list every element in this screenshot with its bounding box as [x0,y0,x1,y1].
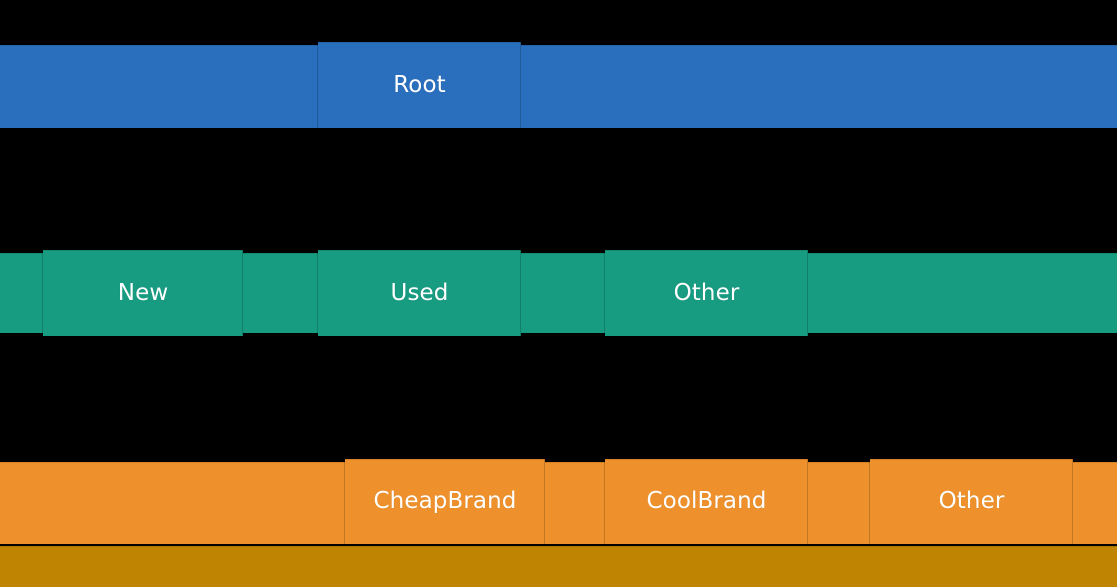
icicle-node-unlabeled[interactable] [545,462,605,544]
node-top-seam [1073,462,1117,463]
node-top-seam [0,546,1117,547]
node-divider [604,462,605,544]
node-top-seam [808,462,870,463]
node-divider [807,459,808,544]
icicle-node-unlabeled[interactable] [243,253,318,333]
node-divider [520,42,521,128]
icicle-node-unlabeled[interactable] [0,253,43,333]
node-top-seam [521,45,1117,46]
node-divider [1072,459,1073,544]
node-top-seam [243,253,318,254]
node-top-seam [870,459,1073,460]
node-top-seam [545,462,605,463]
icicle-node-unlabeled[interactable] [808,253,1117,333]
icicle-node-unlabeled[interactable] [521,253,605,333]
node-top-seam [605,250,808,251]
node-divider [317,253,318,333]
icicle-node-root[interactable]: Root [318,42,521,128]
icicle-node-unlabeled[interactable] [0,462,345,544]
node-top-seam [0,253,43,254]
node-divider [544,459,545,544]
node-top-seam [521,253,605,254]
icicle-node-unlabeled[interactable] [808,462,870,544]
node-divider [807,250,808,336]
node-top-seam [0,462,345,463]
node-divider [242,250,243,336]
node-divider [604,253,605,333]
icicle-node-unlabeled[interactable] [0,546,1117,587]
node-divider [869,462,870,544]
node-top-seam [43,250,243,251]
node-top-seam [318,250,521,251]
node-top-seam [605,459,808,460]
node-divider [42,253,43,333]
icicle-node-unlabeled[interactable] [0,45,318,128]
node-top-seam [318,42,521,43]
node-divider [520,250,521,336]
icicle-node-unlabeled[interactable] [1073,462,1117,544]
node-top-seam [345,459,545,460]
node-top-seam [808,253,1117,254]
node-top-seam [0,45,318,46]
node-divider [317,45,318,128]
node-divider [344,462,345,544]
icicle-node-unlabeled[interactable] [521,45,1117,128]
